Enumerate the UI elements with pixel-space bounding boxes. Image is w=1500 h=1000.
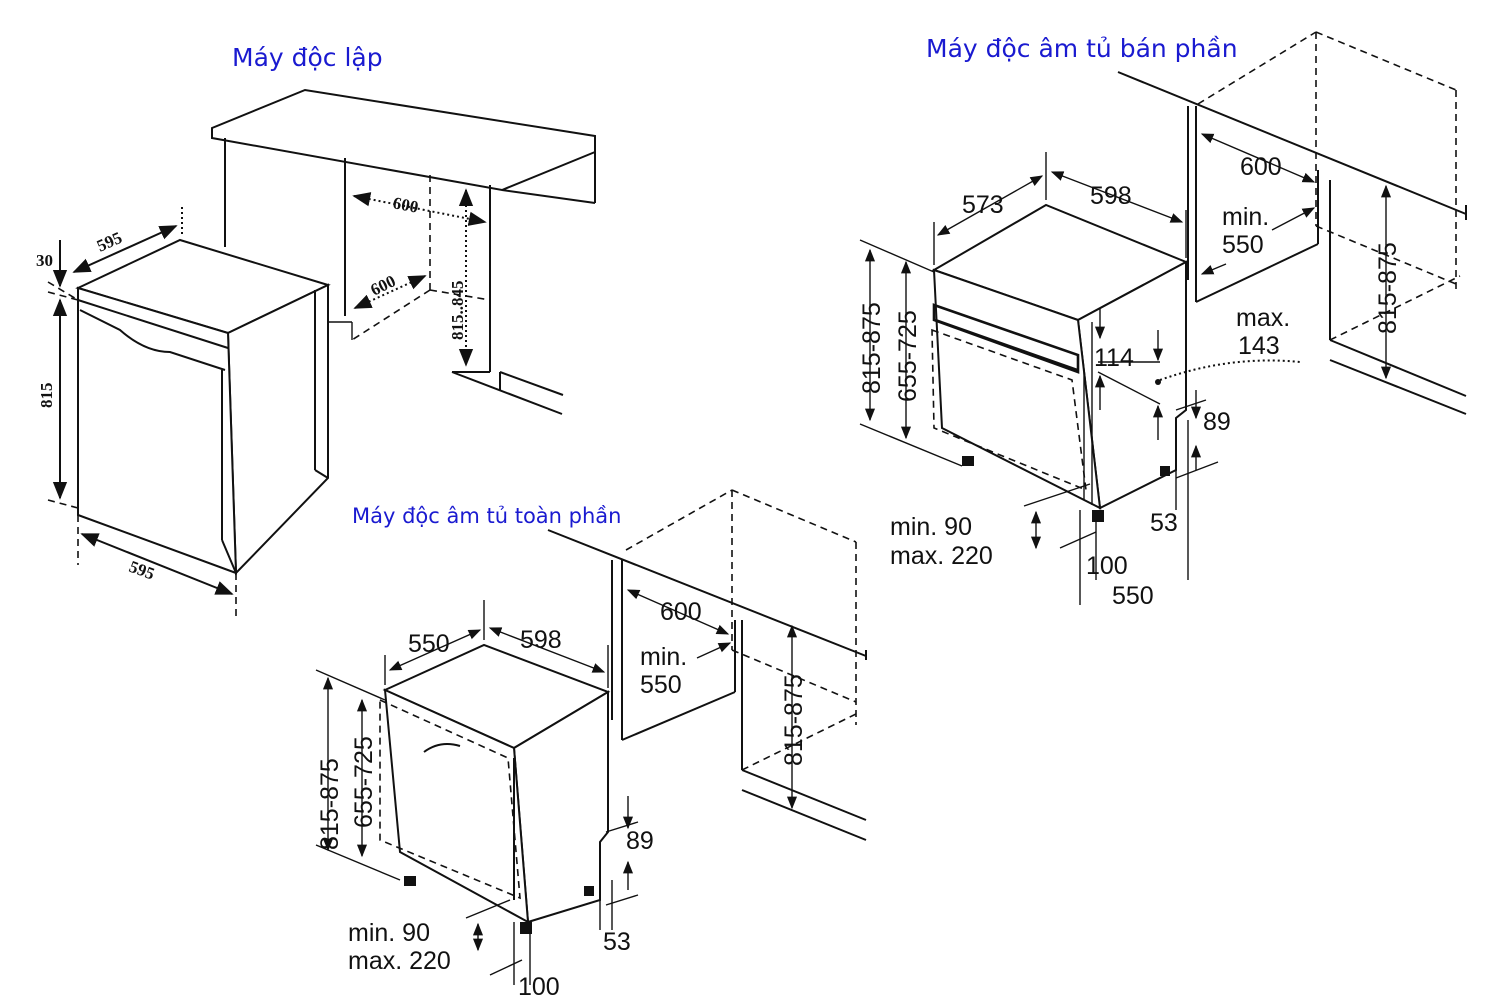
semi-integrated-niche-height-label: 815-875	[1374, 242, 1402, 334]
fully-integrated-niche-width-label: 600	[660, 598, 702, 626]
semi-integrated-niche-depth-value-label: 550	[1222, 231, 1264, 259]
fully-integrated-width-label: 598	[520, 626, 562, 654]
semi-integrated-panel-label: 114	[1094, 344, 1134, 372]
fully-integrated-front-offset-label: 53	[603, 928, 631, 956]
freestanding-niche-height-label: 815..845	[448, 281, 467, 341]
semi-integrated-plinth-label: 89	[1203, 408, 1231, 436]
semi-integrated-total-height-label: 815-875	[858, 302, 886, 394]
title-freestanding: Máy độc lập	[232, 43, 383, 72]
semi-integrated-max-value-label: 143	[1238, 332, 1280, 360]
freestanding-top-offset-label: 30	[36, 251, 53, 270]
semi-integrated-depth-label: 573	[962, 191, 1004, 219]
semi-integrated-width-label: 598	[1090, 182, 1132, 210]
semi-integrated-base-depth-label: 550	[1112, 582, 1154, 610]
fully-integrated-total-height-label: 815-875	[316, 758, 344, 850]
fully-integrated-niche-depth-min-label: min.	[640, 643, 687, 671]
fully-integrated-drawing	[315, 489, 867, 985]
fully-integrated-niche-depth-value-label: 550	[640, 671, 682, 699]
semi-integrated-feet-min-label: min. 90	[890, 513, 972, 541]
freestanding-niche-width-label: 600	[391, 193, 420, 217]
fully-integrated-feet-max-label: max. 220	[348, 947, 451, 975]
freestanding-height-label: 815	[37, 383, 56, 409]
semi-integrated-drawing	[859, 31, 1467, 605]
fully-integrated-body-height-label: 655-725	[350, 736, 378, 828]
fully-integrated-foot-depth-label: 100	[518, 973, 560, 1000]
freestanding-width-label: 595	[127, 557, 157, 584]
title-fully-integrated: Máy độc âm tủ toàn phần	[352, 504, 621, 528]
semi-integrated-front-offset-label: 53	[1150, 509, 1178, 537]
freestanding-niche-depth-label: 600	[367, 271, 398, 299]
semi-integrated-niche-width-label: 600	[1240, 153, 1282, 181]
semi-integrated-max-label: max.	[1236, 304, 1290, 332]
title-semi-integrated: Máy độc âm tủ bán phần	[926, 34, 1238, 63]
fully-integrated-feet-min-label: min. 90	[348, 919, 430, 947]
semi-integrated-niche-depth-min-label: min.	[1222, 203, 1269, 231]
freestanding-drawing	[47, 88, 596, 620]
fully-integrated-depth-label: 550	[408, 630, 450, 658]
semi-integrated-body-height-label: 655-725	[894, 310, 922, 402]
semi-integrated-foot-depth-label: 100	[1086, 552, 1128, 580]
fully-integrated-plinth-label: 89	[626, 827, 654, 855]
fully-integrated-niche-height-label: 815-875	[780, 674, 808, 766]
semi-integrated-feet-max-label: max. 220	[890, 542, 993, 570]
